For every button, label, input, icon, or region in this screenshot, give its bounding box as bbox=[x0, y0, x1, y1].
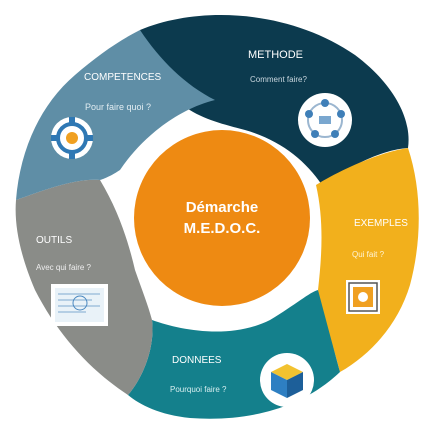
center-title-line2: M.E.D.O.C. bbox=[184, 220, 261, 237]
cube-icon bbox=[260, 353, 314, 407]
competences-subtitle: Pour faire quoi ? bbox=[85, 102, 151, 112]
donnees-subtitle: Pourquoi faire ? bbox=[170, 385, 227, 394]
exemples-petal[interactable] bbox=[316, 148, 419, 372]
process-cycle-icon bbox=[298, 93, 352, 147]
methode-petal[interactable] bbox=[140, 15, 409, 185]
methode-subtitle: Comment faire? bbox=[250, 75, 307, 84]
donnees-title: DONNEES bbox=[172, 355, 222, 366]
exemples-subtitle: Qui fait ? bbox=[352, 250, 385, 259]
center-circle[interactable] bbox=[134, 130, 310, 306]
exemples-title: EXEMPLES bbox=[354, 218, 408, 229]
competences-title: COMPETENCES bbox=[84, 72, 162, 83]
donnees-petal[interactable] bbox=[128, 290, 340, 419]
outils-title: OUTILS bbox=[36, 235, 72, 246]
framed-document-icon bbox=[346, 280, 380, 314]
outils-subtitle: Avec qui faire ? bbox=[36, 263, 92, 272]
methode-title: METHODE bbox=[248, 49, 303, 61]
target-circle-icon bbox=[51, 117, 93, 159]
center-title-line1: Démarche bbox=[186, 199, 259, 216]
document-icon bbox=[51, 284, 108, 326]
